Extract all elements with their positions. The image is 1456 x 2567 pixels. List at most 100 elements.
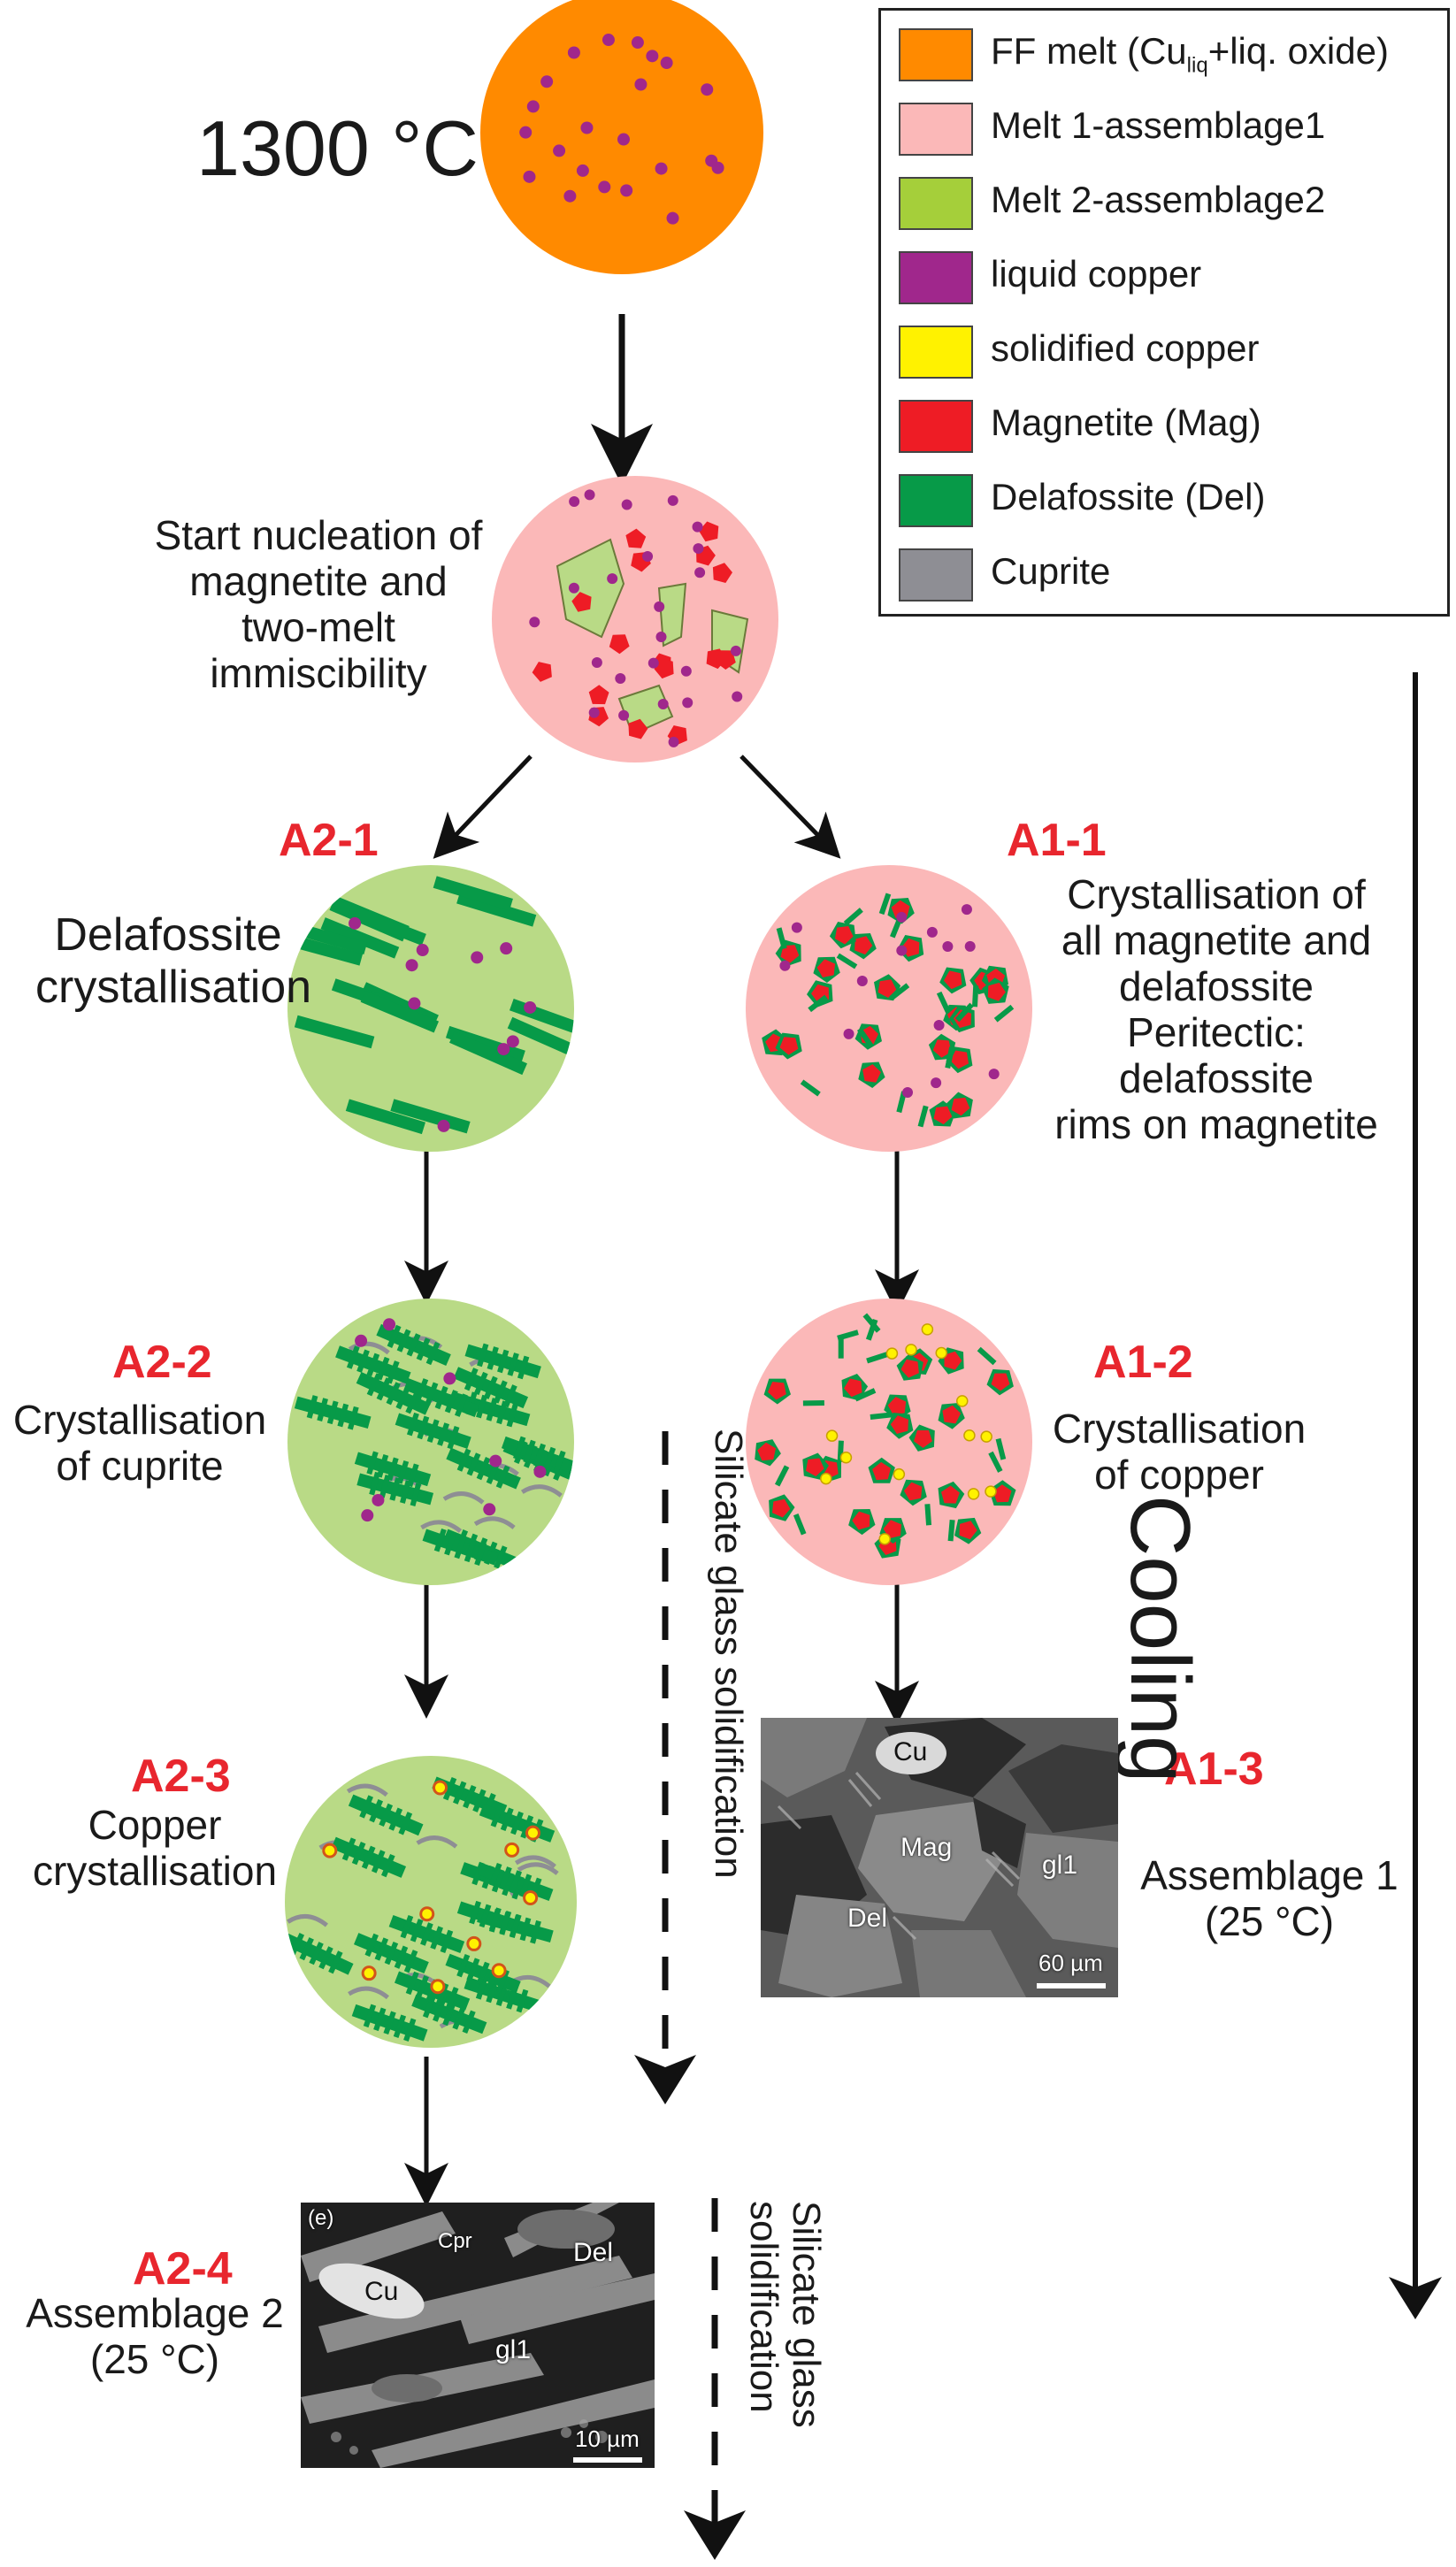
delafossite-lath [453, 1367, 529, 1409]
liquid-copper-droplet [523, 170, 536, 183]
a2-4-label: Assemblage 2 (25 °C) [13, 2290, 296, 2383]
liquid-copper-droplet [667, 494, 678, 506]
liquid-copper-droplet [533, 1465, 547, 1478]
liquid-copper-droplet [602, 34, 615, 47]
liquid-copper-droplet [529, 617, 540, 628]
a1-1-line5: delafossite [1119, 1054, 1314, 1101]
delafossite-needle [988, 1451, 1003, 1473]
sem-image-1-texture [761, 1718, 1118, 1997]
delafossite-lath [353, 1933, 429, 1974]
liquid-copper-droplet [540, 75, 554, 88]
a2-2-line1: Crystallisation [12, 1397, 267, 1443]
delafossite-needle [870, 1412, 893, 1420]
delafossite-lath [446, 1447, 521, 1490]
stage-code-a2-1: A2-1 [279, 815, 379, 866]
liquid-copper-droplet [655, 631, 667, 642]
liquid-copper-droplet [657, 699, 669, 710]
nucleation-label: Start nucleation of magnetite and two-me… [146, 512, 491, 697]
cuprite-crystal [348, 1986, 389, 2000]
a2-2-line2: of cuprite [56, 1442, 224, 1489]
legend-item: Melt 2-assemblage2 [899, 170, 1438, 230]
magnetite-with-delafossite-rim [896, 1353, 923, 1381]
delafossite-lath [331, 1836, 407, 1878]
cuprite-crystal [420, 1520, 463, 1533]
liquid-copper-droplet [896, 945, 908, 956]
stage-code-a2-3: A2-3 [131, 1751, 231, 1802]
liquid-copper-droplet [988, 1069, 1000, 1080]
legend-swatch [899, 548, 973, 602]
legend-swatch [899, 400, 973, 453]
delafossite-needle [793, 1513, 807, 1536]
magnetite-with-delafossite-rim [908, 1424, 935, 1452]
sem-image-assemblage-1: Cu Mag gl1 Del 60 µm [761, 1718, 1118, 1997]
delafossite-needle [971, 985, 979, 1008]
solidified-copper-grain [905, 1344, 917, 1356]
magnetite-with-delafossite-rim [986, 1368, 1014, 1396]
sem1-mag-label: Mag [900, 1833, 953, 1862]
sem2-gl1-label: gl1 [495, 2335, 532, 2364]
legend-swatch [899, 103, 973, 156]
delafossite-lath [464, 1343, 541, 1380]
solidified-copper-grain [967, 1488, 980, 1500]
liquid-copper-droplet [519, 126, 533, 139]
delafossite-needle [800, 1079, 821, 1097]
stage-code-a2-2: A2-2 [112, 1337, 212, 1388]
delafossite-needle [995, 1437, 1007, 1460]
legend-swatch [899, 251, 973, 304]
delafossite-needle [917, 1105, 929, 1128]
magnetite-crystal [588, 685, 609, 705]
delafossite-needle [856, 1027, 874, 1048]
sem2-scale-bar [573, 2457, 642, 2463]
magnetite-with-delafossite-rim [858, 1061, 885, 1088]
liquid-copper-droplet [942, 941, 954, 953]
solidified-copper-grain [921, 1323, 934, 1336]
arrow-nucleation-to-a1-1 [739, 755, 841, 859]
liquid-copper-droplet [964, 940, 976, 952]
delafossite-lath [422, 1528, 499, 1567]
a2-3-line2: crystallisation [32, 1847, 278, 1894]
solidified-copper-grain [419, 1906, 435, 1922]
legend-item: liquid copper [899, 244, 1438, 304]
liquid-copper-droplet [588, 707, 600, 718]
delafossite-needle [945, 1046, 955, 1069]
delafossite-lath [395, 1412, 471, 1450]
delafossite-needle [808, 994, 828, 1013]
nucleation-line3: two-melt [241, 603, 395, 650]
liquid-copper-droplet [591, 657, 602, 669]
liquid-copper-droplet [617, 133, 630, 146]
liquid-copper-droplet [361, 1509, 374, 1522]
cuprite-crystal [520, 1484, 563, 1498]
liquid-copper-droplet [584, 489, 595, 501]
liquid-copper-droplet [926, 926, 938, 938]
liquid-copper-droplet [524, 1000, 537, 1014]
delafossite-lath [294, 1015, 375, 1049]
liquid-copper-droplet [666, 211, 679, 225]
liquid-copper-droplet [408, 997, 421, 1010]
delafossite-lath [456, 1900, 533, 1938]
solidified-copper-grain [433, 1780, 448, 1796]
melt1-disc [746, 865, 1032, 1152]
delafossite-lath [411, 1994, 487, 2034]
magnetite-with-delafossite-rim [886, 1413, 914, 1439]
solidified-copper-grain [491, 1963, 507, 1979]
solidified-copper-grain [893, 1467, 906, 1481]
delafossite-lath [347, 905, 426, 946]
liquid-copper-droplet [607, 573, 618, 585]
delafossite-lath [388, 1914, 465, 1954]
delafossite-lath [403, 1377, 479, 1418]
solidified-copper-grain [825, 1429, 839, 1442]
cuprite-crystal [346, 1783, 388, 1797]
cuprite-crystal [442, 1491, 485, 1505]
a2-4-line2: (25 °C) [89, 2335, 220, 2382]
a2-2-label: Crystallisation of cuprite [7, 1397, 272, 1490]
delafossite-needle [776, 927, 787, 950]
liquid-copper-droplet [349, 916, 362, 930]
a1-2-label: Crystallisation of copper [1042, 1406, 1316, 1498]
liquid-copper-droplet [655, 162, 668, 175]
magnetite-with-delafossite-rim [769, 1494, 795, 1521]
solidified-copper-grain [466, 1935, 482, 1951]
delafossite-lath [285, 1931, 354, 1975]
sem2-del-label: Del [573, 2238, 614, 2267]
magnetite-with-delafossite-rim [900, 1479, 927, 1506]
